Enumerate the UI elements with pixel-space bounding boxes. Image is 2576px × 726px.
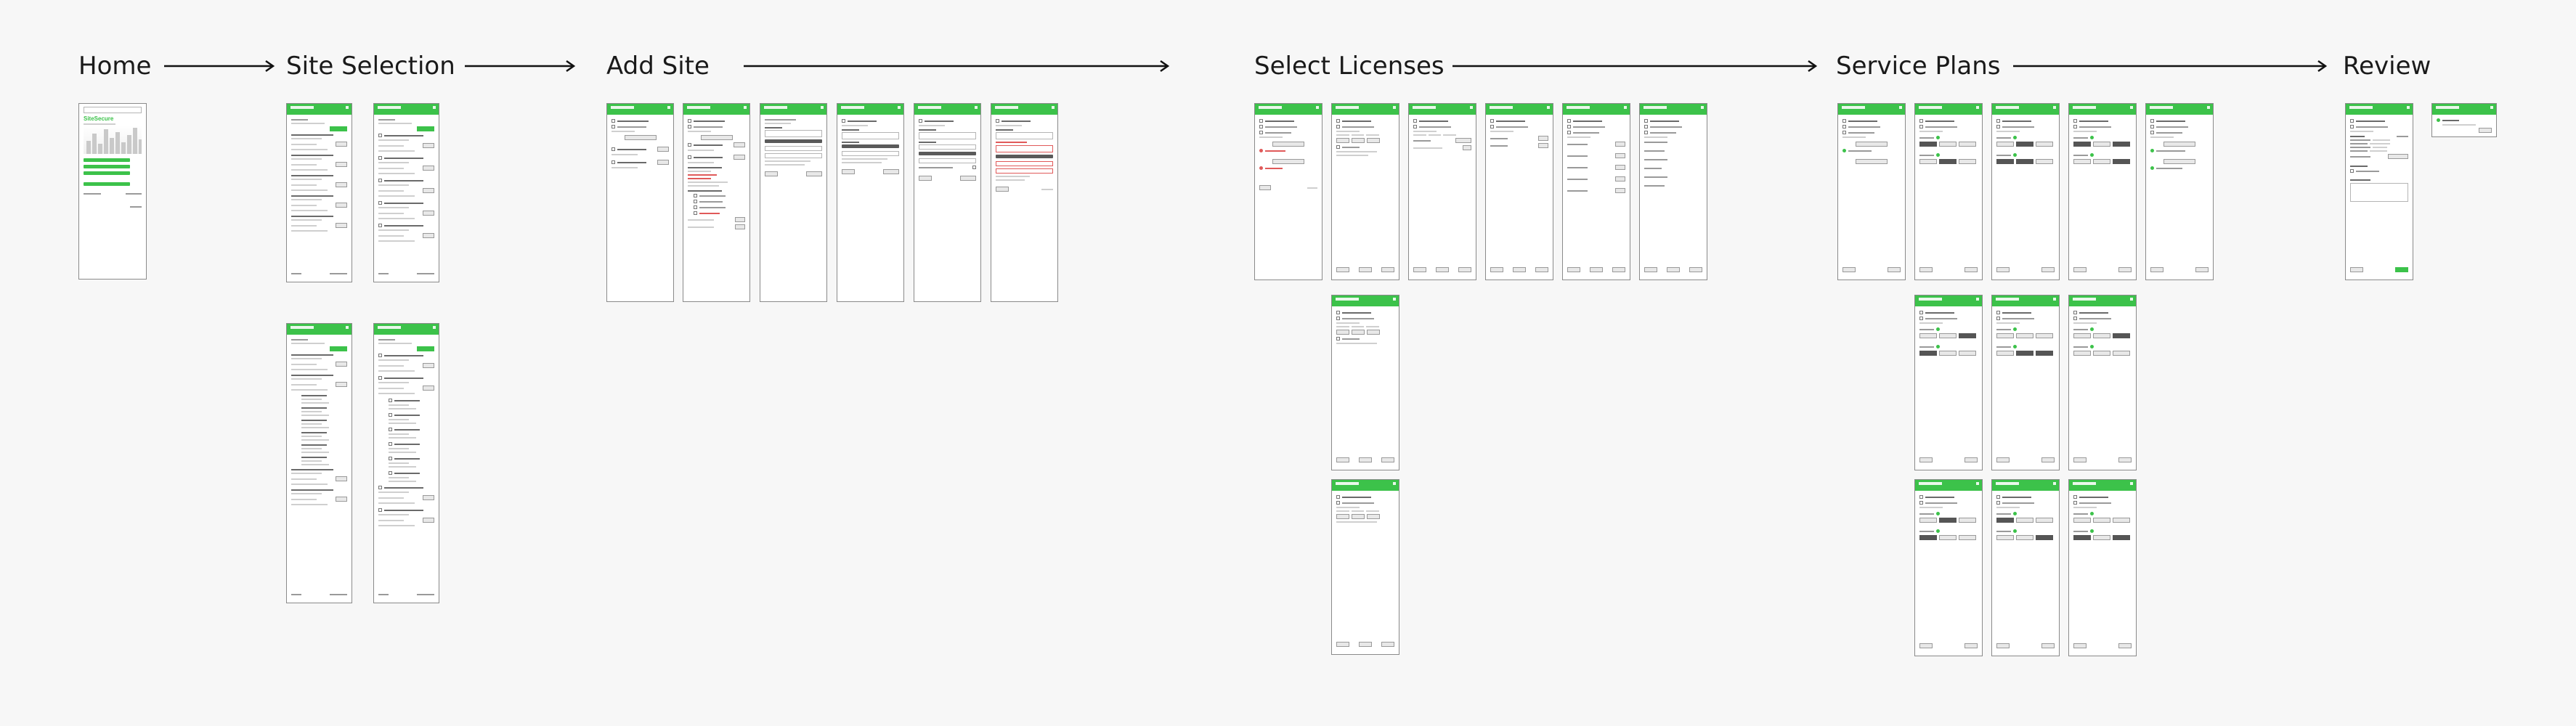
add-site-form-screen <box>760 103 827 302</box>
site-selection-screen <box>373 103 439 282</box>
site-selection-expanded-screen <box>286 323 352 603</box>
service-plans-screen <box>1914 295 1983 470</box>
flow-arrow-service-plans-to-review <box>2013 60 2328 73</box>
city-skyline-illustration <box>84 125 142 154</box>
service-plans-screen <box>1837 103 1906 280</box>
search-bar[interactable] <box>84 107 142 113</box>
select-licenses-screen <box>1639 103 1707 280</box>
service-plans-screen <box>1914 479 1983 656</box>
flow-arrow-add-site-to-select-licenses <box>744 60 1170 73</box>
select-licenses-screen <box>1331 479 1399 655</box>
stage-label-home: Home <box>78 52 152 81</box>
menu-button[interactable] <box>84 165 130 168</box>
select-licenses-screen <box>1331 295 1399 470</box>
home-screen: SiteSecure <box>78 103 147 280</box>
service-plans-screen <box>2068 295 2137 470</box>
service-plans-screen <box>2068 103 2137 280</box>
service-plans-screen <box>1991 479 2060 656</box>
service-plans-screen <box>2145 103 2214 280</box>
select-licenses-screen <box>1485 103 1553 280</box>
select-licenses-screen <box>1408 103 1476 280</box>
site-selection-screen <box>286 103 352 282</box>
review-confirmation-dialog <box>2431 103 2497 137</box>
add-site-form-screen <box>837 103 904 302</box>
site-selection-expanded-screen <box>373 323 439 603</box>
service-plans-screen <box>2068 479 2137 656</box>
add-site-form-screen <box>914 103 981 302</box>
menu-button[interactable] <box>84 182 130 186</box>
success-icon <box>2437 118 2440 122</box>
menu-button[interactable] <box>84 158 130 162</box>
menu-button[interactable] <box>84 171 130 175</box>
add-site-validation-screen <box>991 103 1058 302</box>
flow-arrow-home-to-site-selection <box>164 60 275 73</box>
stage-label-review: Review <box>2343 52 2431 81</box>
stage-label-add-site: Add Site <box>606 52 710 81</box>
service-plans-screen <box>1991 103 2060 280</box>
service-plans-screen <box>1991 295 2060 470</box>
add-site-screen <box>683 103 750 302</box>
brand-logo: SiteSecure <box>84 115 114 122</box>
stage-label-service-plans: Service Plans <box>1836 52 2001 81</box>
select-licenses-screen <box>1562 103 1630 280</box>
select-licenses-screen <box>1254 103 1322 280</box>
select-licenses-screen <box>1331 103 1399 280</box>
review-screen <box>2345 103 2413 280</box>
stage-label-select-licenses: Select Licenses <box>1254 52 1445 81</box>
add-site-screen <box>606 103 674 302</box>
flow-arrow-site-selection-to-add-site <box>465 60 576 73</box>
stage-label-site-selection: Site Selection <box>286 52 455 81</box>
service-plans-screen <box>1914 103 1983 280</box>
flow-arrow-select-licenses-to-service-plans <box>1452 60 1818 73</box>
